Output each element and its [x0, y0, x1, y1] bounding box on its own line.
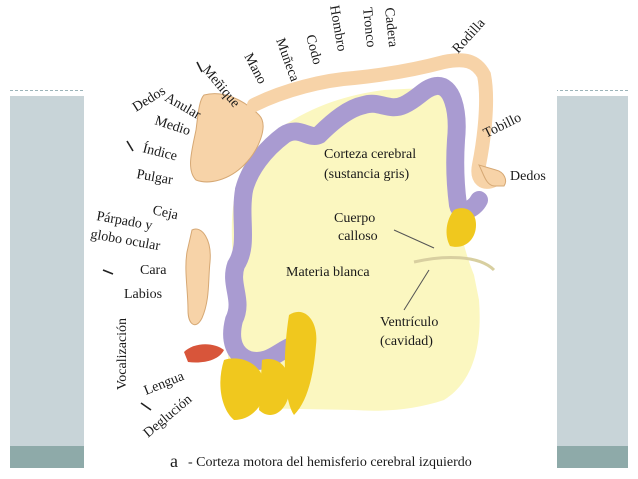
corpus-callosum-region [446, 208, 476, 247]
cerebral-cortex-band-left [223, 181, 303, 370]
label-indice: Índice [141, 139, 179, 164]
label-dedos-pie: Dedos [510, 169, 546, 184]
bracket-mark-4 [140, 402, 152, 411]
label-ventriculo-1: Ventrículo [380, 315, 438, 330]
label-ventriculo-2: (cavidad) [380, 334, 433, 349]
label-pulgar: Pulgar [135, 167, 174, 188]
ventriculo-pointer [403, 269, 430, 311]
label-materia: Materia blanca [286, 265, 370, 280]
label-ceja: Ceja [151, 203, 180, 223]
label-hombro: Hombro [326, 4, 349, 53]
label-cuerpo-2: calloso [338, 229, 378, 244]
label-cara: Cara [140, 263, 167, 278]
label-codo: Codo [302, 33, 324, 66]
label-muneca: Muñeca [272, 36, 302, 84]
label-vocalizacion: Vocalización [115, 318, 130, 390]
motor-cortex-figure: Dedos Meñique Anular Medio Índice Pulgar… [84, 0, 557, 479]
bracket-mark-1 [196, 61, 203, 73]
label-labios: Labios [124, 287, 162, 302]
bracket-mark-2 [126, 140, 134, 152]
label-corteza-1: Corteza cerebral [324, 147, 416, 162]
homunculus-tongue [184, 344, 224, 363]
cerebral-cortex-band [235, 77, 488, 220]
label-deglucion: Deglución [141, 392, 195, 441]
label-cadera: Cadera [381, 7, 400, 49]
lower-yellow-structure-1 [220, 358, 265, 420]
label-lengua: Lengua [142, 369, 187, 399]
caption-letter: a [170, 451, 178, 471]
label-corteza-2: (sustancia gris) [324, 167, 409, 182]
lower-yellow-structure-3 [284, 311, 317, 415]
label-mano: Mano [240, 51, 269, 87]
bracket-mark-3 [102, 269, 114, 275]
homunculus-foot [478, 164, 507, 187]
lower-yellow-structure-2 [259, 359, 290, 415]
homunculus-face [185, 228, 211, 326]
cuerpo-calloso-pointer [393, 229, 435, 249]
motor-cortex-diagram: Dedos Meñique Anular Medio Índice Pulgar… [89, 4, 546, 471]
label-tronco: Tronco [359, 7, 378, 48]
label-rodilla: Rodilla [450, 15, 489, 56]
ventricle-outline [413, 255, 496, 272]
label-cuerpo-1: Cuerpo [334, 211, 375, 226]
caption-text: - Corteza motora del hemisferio cerebral… [188, 455, 472, 470]
label-dedos-mano: Dedos [130, 84, 168, 116]
